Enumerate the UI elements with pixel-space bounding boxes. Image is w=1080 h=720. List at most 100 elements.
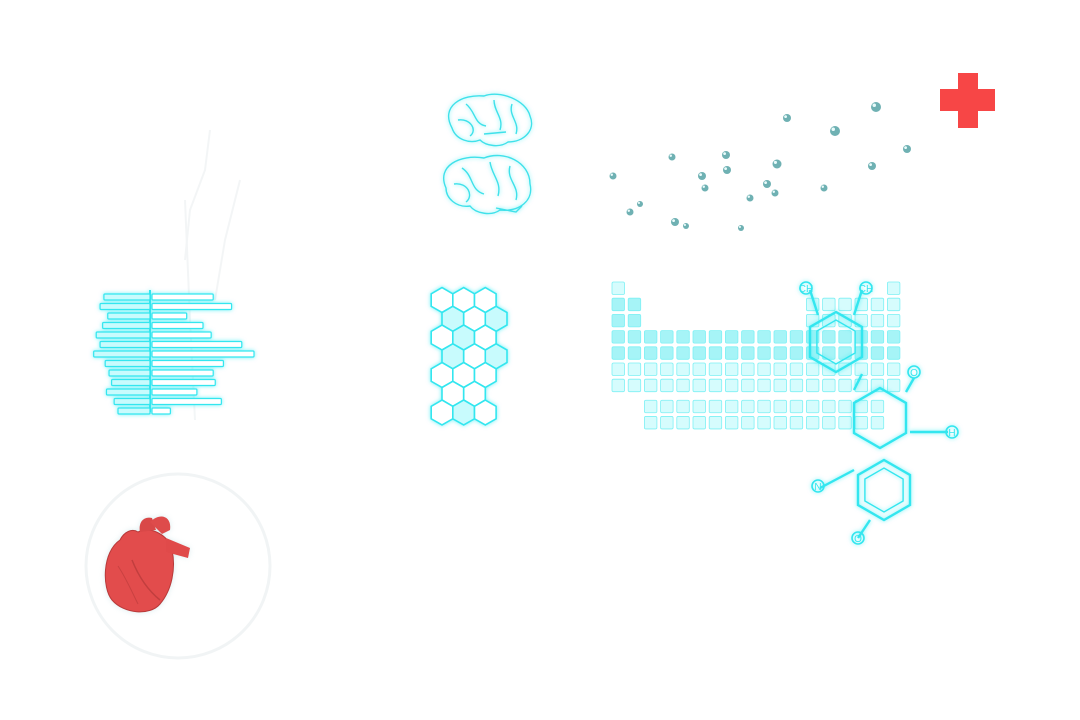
element-cell (789, 416, 804, 430)
dna-bar-left (103, 293, 151, 301)
dna-bar-right (151, 350, 255, 358)
atom-node (811, 479, 825, 493)
element-cell (887, 330, 901, 344)
particle-highlight (699, 173, 702, 177)
element-cell (644, 346, 658, 360)
particle (772, 159, 782, 169)
element-cell (789, 362, 804, 376)
label-left-low: N (814, 482, 821, 493)
element-cell (725, 416, 739, 430)
element-cell (822, 399, 836, 414)
ring-middle (852, 386, 908, 450)
bond (852, 373, 864, 391)
dna-bar-left (104, 359, 151, 368)
element-cell (692, 330, 706, 344)
element-cell (644, 378, 658, 393)
element-cell (838, 378, 852, 393)
element-cell (692, 399, 706, 414)
particle (683, 223, 689, 229)
particle (609, 172, 617, 180)
element-cell (870, 416, 885, 430)
particle (820, 184, 828, 192)
molecule-structure-icon (799, 281, 959, 545)
particle (830, 126, 840, 136)
dna-bar-left (113, 397, 151, 406)
element-cell (708, 399, 723, 414)
atom-node (945, 425, 959, 439)
element-cell (644, 330, 658, 344)
particle-highlight (702, 185, 706, 188)
element-cell (692, 416, 706, 430)
element-cell (822, 378, 836, 393)
element-cell (660, 330, 674, 344)
brain-icon (447, 93, 533, 147)
element-cell (870, 297, 885, 312)
element-cell (660, 346, 674, 360)
element-cell (627, 297, 642, 312)
dna-bar-right (151, 302, 233, 311)
element-cell (692, 378, 706, 393)
element-cell (627, 346, 642, 360)
dna-bar-right (151, 359, 225, 368)
heart-halo (84, 472, 272, 660)
hexagon-cell (451, 399, 476, 426)
particle (783, 114, 791, 122)
particle-highlight (672, 219, 675, 223)
dna-bar-left (110, 378, 151, 387)
element-cell (838, 330, 852, 344)
atom-node (799, 281, 813, 295)
particle (668, 153, 676, 161)
element-cell (708, 346, 723, 360)
element-cell (676, 416, 690, 430)
element-cell (757, 362, 771, 376)
element-cell (741, 399, 755, 414)
element-cell (611, 362, 625, 376)
particle (701, 184, 709, 192)
particle-highlight (610, 173, 614, 176)
particle-highlight (738, 225, 741, 228)
dna-bar-right (151, 378, 216, 387)
element-cell (660, 378, 674, 393)
dna-bar-left (105, 388, 151, 396)
particle-highlight (683, 223, 686, 226)
dna-bar-left (95, 331, 151, 339)
element-cell (773, 330, 787, 344)
particle (671, 218, 679, 226)
bond (857, 519, 871, 539)
element-cell (789, 330, 804, 344)
element-cell (627, 330, 642, 344)
element-cell (676, 346, 690, 360)
element-cell (887, 297, 901, 312)
element-cell (725, 362, 739, 376)
dna-bar-left (108, 369, 151, 377)
particle-highlight (784, 115, 787, 118)
element-cell (611, 378, 625, 393)
element-cell (887, 281, 901, 295)
element-cell (789, 399, 804, 414)
anatomical-heart-icon (104, 516, 190, 613)
element-cell (789, 346, 804, 360)
element-cell (741, 378, 755, 393)
element-cell (644, 416, 658, 430)
element-cell (708, 330, 723, 344)
dna-bar-right (151, 321, 204, 330)
element-cell (644, 362, 658, 376)
particle (637, 201, 643, 207)
element-cell (806, 399, 820, 414)
element-cell (757, 330, 771, 344)
medical-cross-icon (940, 73, 995, 128)
bond (808, 289, 820, 316)
element-cell (870, 399, 885, 414)
element-cell (660, 362, 674, 376)
element-cell (773, 399, 787, 414)
element-cell (822, 330, 836, 344)
ring-top (808, 310, 864, 374)
element-cell (627, 378, 642, 393)
atom-node (851, 531, 865, 545)
element-cell (822, 297, 836, 312)
element-cell (676, 330, 690, 344)
particle (738, 225, 744, 231)
element-cell (806, 378, 820, 393)
element-cell (725, 378, 739, 393)
